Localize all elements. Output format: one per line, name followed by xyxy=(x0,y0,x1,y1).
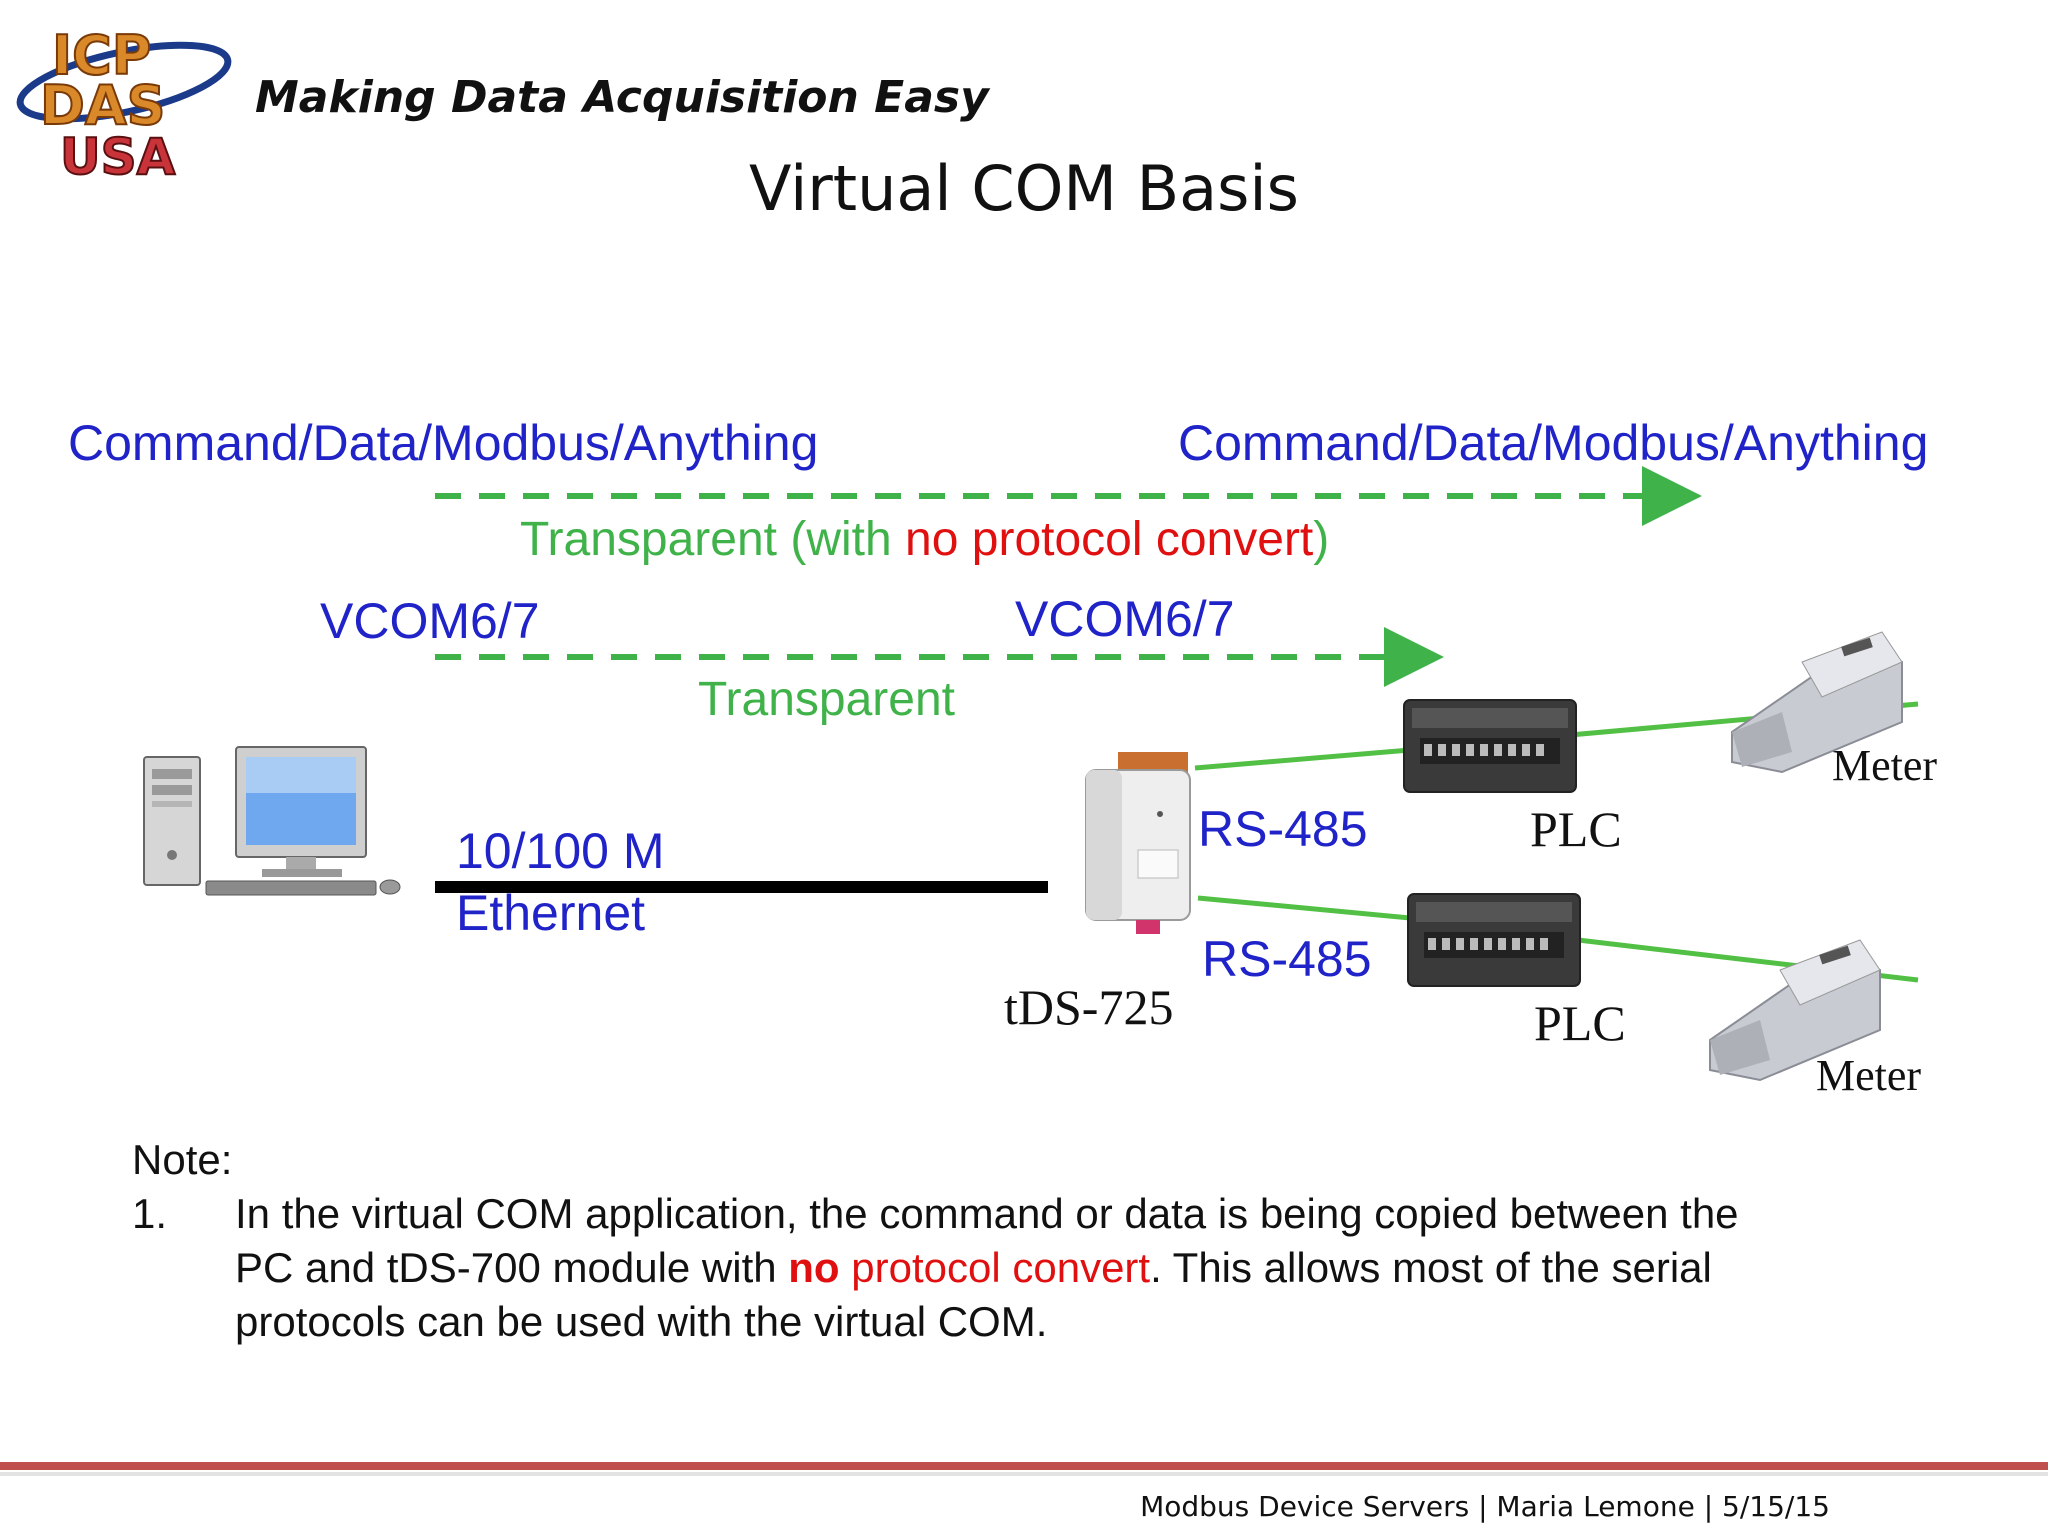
note-line-3: protocols can be used with the virtual C… xyxy=(235,1298,1048,1345)
note-number: 1. xyxy=(132,1190,168,1237)
meter-label-top: Meter xyxy=(1832,741,1938,790)
note-line-2: PC and tDS-700 module with no protocol c… xyxy=(235,1244,1712,1292)
transparent-prefix: Transparent (with xyxy=(520,513,906,566)
logo-text-icp: ICP xyxy=(52,24,151,87)
rs485-label-bottom: RS-485 xyxy=(1202,931,1372,987)
note-heading: Note: xyxy=(132,1136,233,1183)
rs485-line-top-plc xyxy=(1194,747,1411,771)
page-title: Virtual COM Basis xyxy=(749,152,1299,225)
note-no-bold: no xyxy=(788,1244,840,1291)
meter-bottom-icon xyxy=(1690,930,1890,1090)
tagline: Making Data Acquisition Easy xyxy=(255,72,989,123)
plc-label-top: PLC xyxy=(1530,801,1622,857)
tds-725-device-icon xyxy=(1078,750,1196,936)
vcom-right-label: VCOM6/7 xyxy=(1015,591,1235,647)
device-label: tDS-725 xyxy=(1004,979,1174,1035)
footer-rule xyxy=(0,1462,2048,1470)
rs485-label-top: RS-485 xyxy=(1198,801,1368,857)
transparent-label: Transparent (with no protocol convert) xyxy=(520,512,1329,567)
footer-text: Modbus Device Servers | Maria Lemone | 5… xyxy=(1140,1490,1830,1523)
plc-bottom-icon xyxy=(1404,884,1584,994)
note-line-2-prefix: PC and tDS-700 module with xyxy=(235,1244,789,1291)
rs485-line-bottom-plc xyxy=(1197,895,1411,921)
meter-top-icon xyxy=(1712,622,1912,782)
pc-icon xyxy=(140,745,410,905)
transparent-no-protocol: no protocol convert xyxy=(905,513,1314,566)
note-line-1: In the virtual COM application, the comm… xyxy=(235,1190,1739,1237)
meter-label-bottom: Meter xyxy=(1816,1051,1922,1100)
logo-text-usa: USA xyxy=(60,128,176,186)
transparent-suffix: ) xyxy=(1313,513,1330,566)
footer-rule-shadow xyxy=(0,1472,2048,1476)
ethernet-label-line1: 10/100 M xyxy=(456,823,665,879)
ethernet-label-line2: Ethernet xyxy=(456,885,646,941)
note-line-2-suffix: . This allows most of the serial xyxy=(1150,1244,1712,1291)
top-right-label: Command/Data/Modbus/Anything xyxy=(1178,415,1929,471)
plc-label-bottom: PLC xyxy=(1534,995,1626,1051)
top-left-label: Command/Data/Modbus/Anything xyxy=(68,415,819,471)
plc-top-icon xyxy=(1400,690,1580,800)
logo-text-das: DAS xyxy=(40,74,166,137)
vcom-left-label: VCOM6/7 xyxy=(320,593,540,649)
note-protocol-convert: protocol convert xyxy=(839,1244,1151,1291)
logo: ICP DAS USA xyxy=(12,12,237,187)
transparent-label-2: Transparent xyxy=(698,673,956,726)
